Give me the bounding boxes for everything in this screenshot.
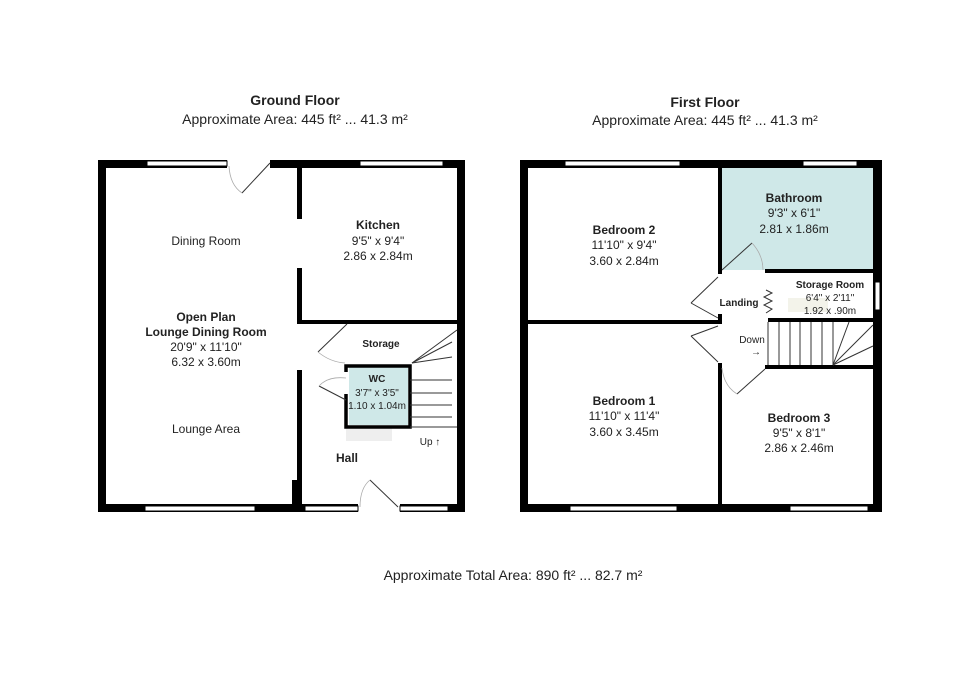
- wc-door-gap: [343, 372, 349, 394]
- window: [802, 160, 858, 167]
- bedroom2-door[interactable]: [690, 276, 719, 304]
- wall: [297, 268, 302, 324]
- wc-name: WC: [369, 374, 386, 385]
- window: [564, 160, 681, 167]
- kitchen-metric: 2.86 x 2.84m: [343, 249, 412, 263]
- bathroom-name: Bathroom: [766, 191, 823, 205]
- front-door[interactable]: [369, 479, 399, 508]
- wall: [520, 160, 882, 168]
- wall: [528, 320, 722, 324]
- wall: [520, 504, 882, 512]
- bedroom1-imperial: 11'10" x 11'4": [589, 409, 660, 423]
- bathroom-metric: 2.81 x 1.86m: [759, 222, 828, 236]
- wall: [873, 160, 882, 512]
- window: [569, 505, 678, 512]
- bedroom1-name: Bedroom 1: [593, 394, 656, 408]
- storage-shadow: [788, 298, 828, 312]
- door-swing: [751, 242, 764, 271]
- door-swing: [359, 479, 371, 508]
- wc-imperial: 3'7" x 3'5": [355, 388, 399, 399]
- wall: [457, 160, 465, 512]
- bedroom3-metric: 2.86 x 2.46m: [764, 441, 833, 455]
- wc-fill: [349, 365, 408, 425]
- wc-door[interactable]: [318, 385, 347, 401]
- ground-floor-title: Ground Floor: [250, 92, 340, 108]
- open-plan-metric: 6.32 x 3.60m: [171, 355, 240, 369]
- stairs: [410, 329, 458, 428]
- dining-room-label: Dining Room: [171, 234, 240, 248]
- wall: [718, 168, 722, 274]
- stairs: [767, 321, 874, 366]
- bedroom3-door[interactable]: [736, 368, 766, 395]
- door[interactable]: [241, 162, 271, 194]
- arrow-right-icon: →: [751, 347, 761, 358]
- door-swing: [318, 377, 347, 387]
- stairs-up-label: Up ↑: [420, 437, 441, 448]
- door-swing: [721, 367, 738, 395]
- storage-room-imperial: 6'4" x 2'11": [806, 293, 855, 304]
- stairs-down-label: Down: [739, 335, 765, 346]
- wall: [768, 318, 873, 322]
- total-area: Approximate Total Area: 890 ft² ... 82.7…: [384, 567, 643, 583]
- window: [144, 505, 256, 512]
- wall: [292, 480, 302, 504]
- storage-room-name: Storage Room: [796, 280, 864, 291]
- bathroom-fill: [722, 168, 873, 270]
- bathroom-door[interactable]: [721, 242, 753, 271]
- bathroom-imperial: 9'3" x 6'1": [768, 206, 820, 220]
- first-floor-area: Approximate Area: 445 ft² ... 41.3 m²: [592, 112, 818, 128]
- bedroom1-metric: 3.60 x 3.45m: [589, 425, 658, 439]
- wc-metric: 1.10 x 1.04m: [348, 401, 406, 412]
- storage-name: Storage: [362, 339, 400, 350]
- window: [789, 505, 869, 512]
- open-plan-imperial: 20'9" x 11'10": [170, 340, 242, 354]
- bedroom2-metric: 3.60 x 2.84m: [589, 254, 658, 268]
- storage-room-metric: 1.92 x .90m: [804, 306, 856, 317]
- wc-shadow: [346, 427, 392, 441]
- bedroom3-imperial: 9'5" x 8'1": [773, 426, 825, 440]
- door-swing: [228, 165, 243, 194]
- wall: [718, 363, 722, 504]
- first-floor-title: First Floor: [670, 94, 740, 110]
- door-leaf: [690, 302, 719, 319]
- ground-floor-plan: Dining Room Kitchen 9'5" x 9'4" 2.86 x 2…: [98, 160, 465, 512]
- kitchen-name: Kitchen: [356, 218, 400, 232]
- door-swing: [317, 351, 346, 364]
- ground-floor-area: Approximate Area: 445 ft² ... 41.3 m²: [182, 111, 408, 127]
- lounge-area-label: Lounge Area: [172, 422, 240, 436]
- hall-name: Hall: [336, 451, 358, 465]
- kitchen-imperial: 9'5" x 9'4": [352, 234, 404, 248]
- open-plan-name-1: Open Plan: [176, 310, 235, 324]
- wall: [297, 370, 302, 504]
- door-leaf: [690, 335, 719, 363]
- wall: [297, 320, 457, 324]
- wall: [765, 365, 873, 369]
- bedroom3-name: Bedroom 3: [768, 411, 831, 425]
- bedroom2-imperial: 11'10" x 9'4": [592, 238, 657, 252]
- storage-door[interactable]: [317, 323, 348, 353]
- window: [874, 281, 881, 311]
- window: [304, 505, 359, 512]
- wall: [98, 160, 106, 512]
- open-plan-name-2: Lounge Dining Room: [145, 325, 266, 339]
- bedroom1-door[interactable]: [690, 325, 719, 337]
- wall: [520, 160, 528, 512]
- landing-name: Landing: [720, 298, 759, 309]
- window: [359, 160, 444, 167]
- wall: [297, 168, 302, 219]
- wc-walls: [344, 364, 412, 429]
- window: [146, 160, 228, 167]
- storage-opening: [762, 289, 774, 314]
- wall: [718, 314, 722, 324]
- wall: [765, 269, 873, 273]
- window: [399, 505, 449, 512]
- bedroom2-name: Bedroom 2: [593, 223, 656, 237]
- first-floor-plan: Bathroom 9'3" x 6'1" 2.81 x 1.86m Bedroo…: [520, 160, 882, 512]
